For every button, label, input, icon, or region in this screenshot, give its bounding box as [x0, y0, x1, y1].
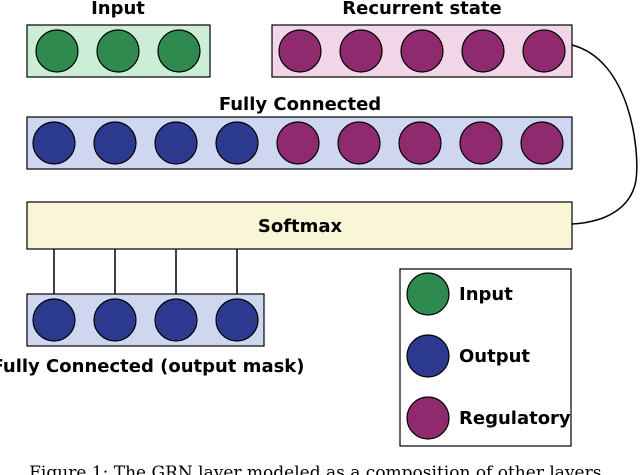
recurrent-state-title: Recurrent state: [342, 0, 501, 19]
legend-output-label: Output: [459, 346, 530, 367]
legend-input-label: Input: [459, 284, 513, 305]
legend-regulatory-label: Regulatory: [459, 408, 571, 429]
recurrent-state-nodes: [278, 29, 566, 73]
output-mask-output-node-4: [215, 298, 259, 342]
fully-connected-output-node-3: [154, 121, 198, 165]
output-mask-output-node-2: [93, 298, 137, 342]
output-mask-nodes: [32, 298, 259, 342]
softmax-box: [26, 201, 573, 250]
softmax-output-connectors: [53, 249, 238, 294]
fully-connected-nodes: [32, 121, 564, 165]
recurrent-state-regulatory-node-1: [278, 29, 322, 73]
input-layer-input-node-2: [96, 29, 140, 73]
fully-connected-title: Fully Connected: [219, 94, 381, 115]
fully-connected-output-node-1: [32, 121, 76, 165]
fully-connected-regulatory-node-7: [398, 121, 442, 165]
fully-connected-output-node-2: [93, 121, 137, 165]
fully-connected-output-node-4: [215, 121, 259, 165]
fully-connected-regulatory-node-6: [337, 121, 381, 165]
input-layer-input-node-1: [35, 29, 79, 73]
recurrent-state-regulatory-node-2: [339, 29, 383, 73]
recurrent-connection-arc: [571, 44, 638, 225]
fully-connected-regulatory-node-9: [520, 121, 564, 165]
output-mask-output-node-1: [32, 298, 76, 342]
recurrent-state-regulatory-node-5: [522, 29, 566, 73]
recurrent-state-regulatory-node-3: [400, 29, 444, 73]
legend-regulatory-swatch: [406, 396, 450, 440]
input-layer-input-node-3: [157, 29, 201, 73]
legend-input-swatch: [406, 272, 450, 316]
softmax-title: Softmax: [258, 216, 343, 237]
legend-output-swatch: [406, 334, 450, 378]
input-layer-title: Input: [91, 0, 145, 19]
input-layer-nodes: [35, 29, 201, 73]
output-mask-output-node-3: [154, 298, 198, 342]
fully-connected-regulatory-node-8: [459, 121, 503, 165]
output-mask-title: Fully Connected (output mask): [0, 356, 305, 377]
fully-connected-regulatory-node-5: [276, 121, 320, 165]
figure-caption: Figure 1: The GRN layer modeled as a com…: [29, 463, 607, 475]
recurrent-state-regulatory-node-4: [461, 29, 505, 73]
